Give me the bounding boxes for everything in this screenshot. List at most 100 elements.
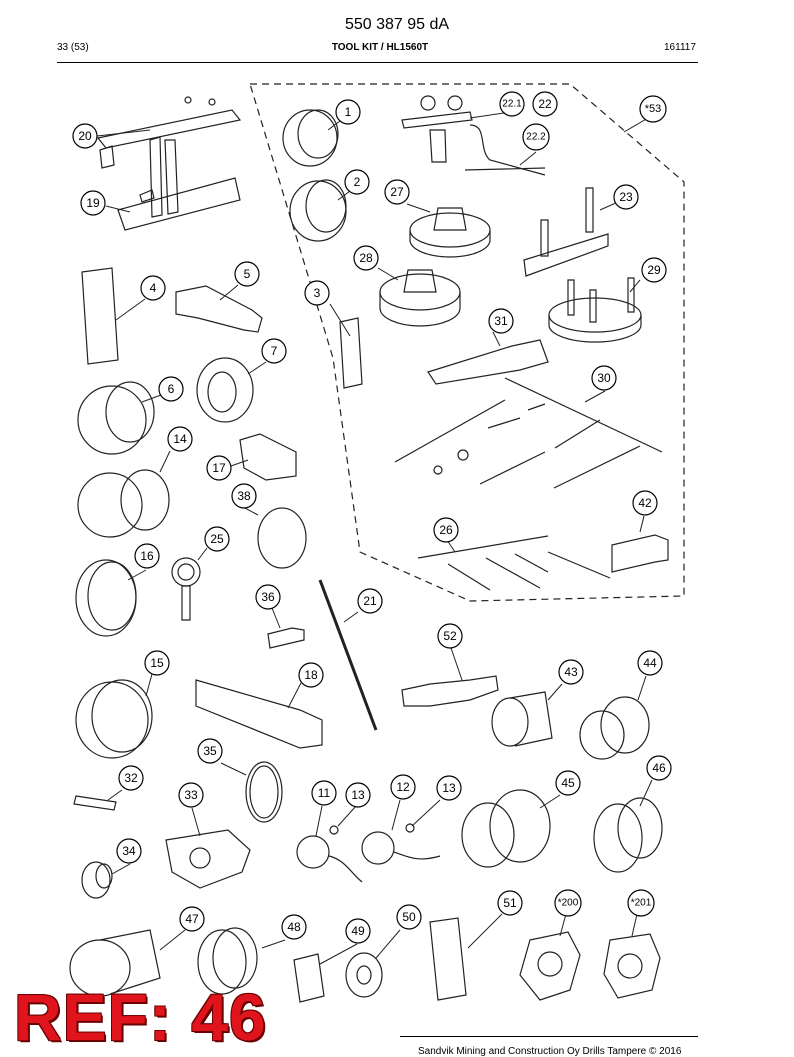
callout-21: 21	[363, 594, 377, 608]
disc-1	[282, 109, 338, 167]
callout-12: 12	[396, 780, 410, 794]
callout-38: 38	[237, 489, 251, 503]
piece-36	[267, 627, 305, 649]
callout-20: 20	[78, 129, 92, 143]
callout-13b: 13	[442, 781, 456, 795]
disc-2	[289, 180, 347, 242]
shaft-5	[175, 285, 263, 333]
callout-19: 19	[86, 196, 100, 210]
callout-15: 15	[150, 656, 164, 670]
callout-3: 3	[314, 286, 321, 300]
callout-29: 29	[647, 263, 661, 277]
callout-markers	[72, 91, 672, 944]
block-51	[429, 917, 467, 1001]
callout-16: 16	[140, 549, 154, 563]
callout-46: 46	[652, 761, 666, 775]
callout-14: 14	[173, 432, 187, 446]
block-49	[293, 953, 325, 1003]
pick-set-26	[417, 535, 611, 591]
callout-2: 2	[354, 175, 361, 189]
callout-43: 43	[564, 665, 578, 679]
gauge-assembly	[401, 95, 546, 176]
footer-rule	[400, 1036, 698, 1037]
sleeve-14	[77, 472, 143, 538]
callout-28: 28	[359, 251, 373, 265]
callout-31: 31	[494, 314, 508, 328]
rod-21	[318, 579, 378, 731]
callout-22-2: 22.2	[526, 132, 546, 143]
callout-50: 50	[402, 910, 416, 924]
callout-7: 7	[271, 344, 278, 358]
callout-18: 18	[304, 668, 318, 682]
callout-200: *200	[558, 898, 579, 909]
footer-copyright: Sandvik Mining and Construction Oy Drill…	[418, 1046, 682, 1057]
piece-42	[611, 534, 669, 573]
callout-27: 27	[390, 185, 404, 199]
callout-51: 51	[503, 896, 517, 910]
kit-boundary	[249, 83, 685, 602]
callout-6: 6	[168, 382, 175, 396]
callout-22-1: 22.1	[502, 99, 522, 110]
callout-5: 5	[244, 267, 251, 281]
tool-set-30	[394, 377, 663, 489]
callout-26: 26	[439, 523, 453, 537]
washer-50	[345, 952, 383, 998]
callout-labels: 20 19 1 22.1 22 *53 22.2 2 27 23 28 29 4…	[78, 97, 666, 938]
cylinder-31	[427, 339, 549, 385]
ring-35	[245, 761, 283, 823]
page-title: TOOL KIT / HL1560T	[331, 42, 429, 53]
callout-35: 35	[203, 744, 217, 758]
callout-22: 22	[538, 97, 552, 111]
callout-201: *201	[631, 898, 652, 909]
callout-53: *53	[645, 103, 662, 115]
page-number: 33 (53)	[57, 42, 89, 53]
callout-36: 36	[261, 590, 275, 604]
callout-25: 25	[210, 532, 224, 546]
ring-7	[196, 357, 254, 423]
o-ring-13b	[405, 823, 415, 833]
bar-23	[523, 233, 609, 277]
callout-34: 34	[122, 844, 136, 858]
callout-49: 49	[351, 924, 365, 938]
callout-42: 42	[638, 496, 652, 510]
nut-201	[603, 933, 661, 999]
nut-200	[519, 931, 581, 1001]
leader-lines	[96, 111, 653, 965]
cap-38	[257, 507, 307, 569]
header-rule	[57, 62, 698, 63]
callout-48: 48	[287, 920, 301, 934]
split-ring-46	[593, 803, 643, 873]
stand-drawing	[96, 96, 242, 231]
flange-33	[165, 829, 251, 889]
document-number: 550 387 95 dA	[344, 16, 450, 33]
ring-44	[579, 710, 625, 760]
sleeve-6	[77, 385, 147, 455]
callout-23: 23	[619, 190, 633, 204]
sleeve-45	[461, 802, 515, 868]
plug-17	[239, 433, 297, 481]
callout-4: 4	[150, 281, 157, 295]
callout-11: 11	[318, 786, 331, 800]
sleeve-43	[491, 697, 529, 747]
tube-18	[195, 679, 323, 749]
document-date: 161117	[664, 42, 696, 53]
callout-17: 17	[212, 461, 226, 475]
eye-bolt-25	[171, 557, 201, 587]
gauge-11	[296, 835, 330, 869]
ref-stamp: REF: 46	[14, 980, 267, 1054]
callout-52: 52	[443, 629, 457, 643]
callout-32: 32	[124, 771, 138, 785]
sleeve-48	[197, 929, 247, 995]
gauge-12	[361, 831, 395, 865]
bushing-34	[81, 861, 111, 899]
block-4	[81, 267, 119, 365]
callout-13a: 13	[351, 788, 365, 802]
o-ring-13a	[329, 825, 339, 835]
callout-33: 33	[184, 788, 198, 802]
callout-1: 1	[345, 105, 352, 119]
callout-44: 44	[643, 656, 657, 670]
disc-16	[75, 559, 137, 637]
callout-45: 45	[561, 776, 575, 790]
shaft-52	[401, 675, 499, 707]
